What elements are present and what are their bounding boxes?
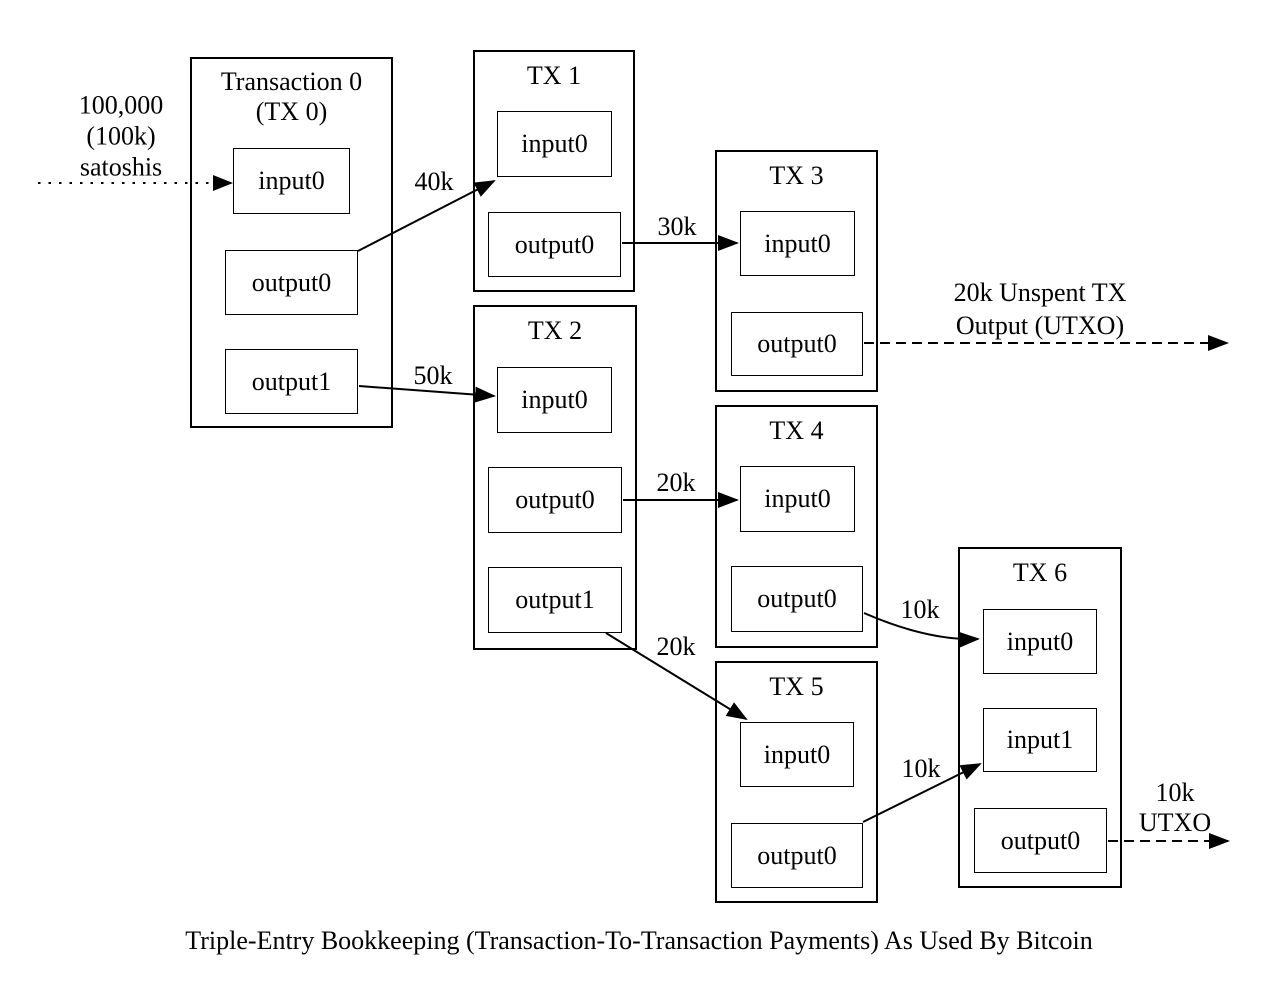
tx4-title: TX 4 — [717, 407, 876, 446]
utxo-10k-label: 10k UTXO — [1139, 778, 1211, 838]
tx4-input0: input0 — [740, 466, 855, 532]
source-amount-line3: satoshis — [79, 152, 163, 182]
tx4-box: TX 4 input0 output0 — [715, 405, 878, 648]
tx2-output0-label: output0 — [515, 485, 595, 514]
tx0-box: Transaction 0 (TX 0) input0 output0 outp… — [190, 57, 393, 428]
flow-label-40k: 40k — [414, 167, 454, 196]
tx6-input1: input1 — [983, 708, 1097, 772]
flow-label-20k-tx4: 20k — [656, 468, 696, 497]
tx1-input0: input0 — [497, 111, 612, 177]
flow-label-30k: 30k — [657, 212, 697, 241]
tx3-input0: input0 — [740, 211, 855, 276]
tx3-title-line1: TX 3 — [769, 161, 824, 190]
flow-label-20k-tx5: 20k — [656, 632, 696, 661]
tx0-output0: output0 — [225, 250, 358, 315]
tx6-input1-label: input1 — [1006, 725, 1074, 754]
diagram-caption: Triple-Entry Bookkeeping (Transaction-To… — [185, 926, 1093, 955]
tx3-output0-label: output0 — [757, 329, 837, 358]
tx4-input0-label: input0 — [764, 484, 831, 513]
flow-label-50k: 50k — [413, 361, 453, 390]
tx5-box: TX 5 input0 output0 — [715, 661, 878, 903]
tx1-output0: output0 — [488, 212, 621, 277]
tx6-input0: input0 — [983, 609, 1097, 674]
tx1-output0-label: output0 — [514, 229, 595, 259]
utxo-20k-line2: Output (UTXO) — [955, 311, 1125, 340]
flow-label-10k-tx6-input0: 10k — [900, 595, 940, 624]
tx0-title-line1: Transaction 0 — [220, 67, 363, 96]
tx5-output0-label: output0 — [757, 840, 837, 870]
flow-label-10k-tx6-input1: 10k — [901, 754, 941, 783]
tx0-input0: input0 — [233, 148, 350, 214]
tx0-output1-label: output1 — [251, 366, 332, 396]
tx2-box: TX 2 input0 output0 output1 — [473, 305, 637, 650]
tx6-input0-label: input0 — [1006, 626, 1074, 656]
tx5-title: TX 5 — [717, 663, 876, 702]
tx6-output0: output0 — [974, 808, 1107, 873]
source-amount-line2: (100k) — [86, 121, 156, 151]
tx5-input0: input0 — [740, 722, 854, 787]
tx2-output1: output1 — [488, 567, 622, 633]
tx4-output0: output0 — [731, 566, 863, 632]
tx1-title-line1: TX 1 — [526, 61, 582, 90]
tx1-title: TX 1 — [475, 52, 633, 91]
utxo-10k-line1: 10k — [1155, 778, 1195, 807]
tx5-input0-label: input0 — [763, 739, 831, 769]
tx6-output0-label: output0 — [1000, 825, 1081, 855]
utxo-20k-label: 20k Unspent TX Output (UTXO) — [954, 276, 1127, 342]
tx3-output0: output0 — [731, 312, 863, 376]
tx4-output0-label: output0 — [757, 584, 837, 613]
tx2-title-line1: TX 2 — [527, 316, 583, 345]
tx6-title: TX 6 — [960, 549, 1120, 588]
tx1-box: TX 1 input0 output0 — [473, 50, 635, 292]
tx0-output1: output1 — [225, 349, 358, 414]
tx5-output0: output0 — [731, 823, 863, 888]
tx6-title-line1: TX 6 — [1012, 558, 1068, 587]
utxo-20k-line1: 20k Unspent TX — [953, 278, 1127, 307]
tx0-input0-label: input0 — [258, 166, 325, 195]
tx2-input0-label: input0 — [521, 385, 588, 414]
tx3-input0-label: input0 — [764, 228, 831, 258]
tx2-output0: output0 — [488, 467, 622, 533]
tx2-title: TX 2 — [475, 307, 635, 346]
tx3-title: TX 3 — [717, 152, 876, 191]
tx4-title-line1: TX 4 — [769, 416, 824, 445]
tx0-output0-label: output0 — [251, 267, 332, 297]
tx0-title: Transaction 0 (TX 0) — [192, 59, 391, 127]
source-amount-label: 100,000 (100k) satoshis — [79, 90, 164, 183]
tx3-box: TX 3 input0 output0 — [715, 150, 878, 392]
tx0-title-line2: (TX 0) — [255, 97, 328, 126]
tx5-title-line1: TX 5 — [769, 672, 824, 701]
tx2-input0: input0 — [497, 367, 612, 433]
source-amount-line1: 100,000 — [78, 90, 164, 120]
tx6-box: TX 6 input0 input1 output0 — [958, 547, 1122, 888]
tx1-input0-label: input0 — [521, 129, 588, 158]
utxo-10k-line2: UTXO — [1138, 808, 1212, 837]
tx2-output1-label: output1 — [515, 585, 595, 614]
